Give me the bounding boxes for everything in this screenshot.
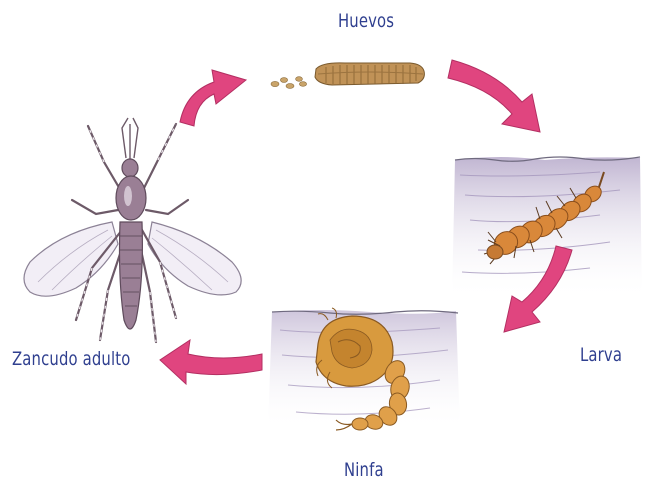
pupa-illustration [268, 308, 460, 432]
arrow-pupa-to-adult [160, 340, 262, 384]
stage-label-eggs: Huevos [338, 10, 394, 32]
stage-label-larva: Larva [580, 344, 622, 366]
arrow-eggs-to-larva [448, 60, 540, 132]
loose-eggs [271, 77, 307, 89]
arrow-adult-to-eggs [180, 70, 246, 126]
stage-label-adult: Zancudo adulto [12, 348, 130, 370]
mosquito-body [116, 159, 146, 329]
eggs-illustration [271, 63, 424, 89]
egg-raft [315, 63, 424, 85]
stage-label-pupa: Ninfa [344, 459, 384, 481]
adult-mosquito-illustration [24, 118, 241, 342]
